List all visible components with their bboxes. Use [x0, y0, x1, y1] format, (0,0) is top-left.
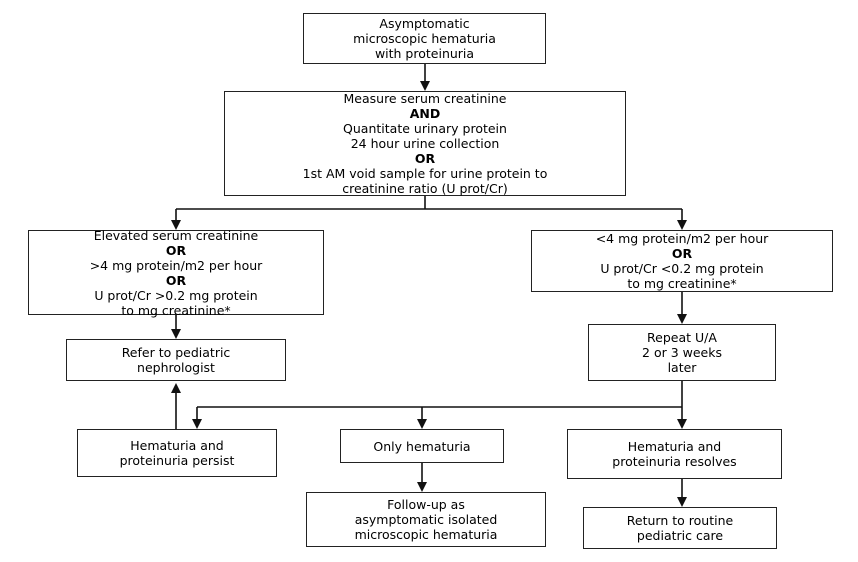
- low-line-2: U prot/Cr <0.2 mg protein: [600, 261, 764, 276]
- low-line-3: to mg creatinine*: [627, 276, 737, 291]
- repeat-box: Repeat U/A 2 or 3 weeks later: [588, 324, 776, 381]
- persist-line-2: proteinuria persist: [119, 453, 235, 468]
- elevated-line-3: U prot/Cr >0.2 mg protein: [94, 287, 258, 303]
- resolves-box: Hematuria and proteinuria resolves: [567, 429, 782, 479]
- measure-line-3: 24 hour urine collection: [350, 136, 500, 151]
- persist-line-1: Hematuria and: [130, 438, 224, 453]
- start-line-3: with proteinuria: [374, 46, 475, 61]
- measure-line-2: Quantitate urinary protein: [343, 121, 507, 136]
- elevated-line-2: >4 mg protein/m2 per hour: [89, 257, 263, 273]
- persist-box: Hematuria and proteinuria persist: [77, 429, 277, 477]
- measure-line-5: creatinine ratio (U prot/Cr): [342, 181, 508, 196]
- followup-line-3: microscopic hematuria: [354, 527, 498, 542]
- routine-box: Return to routine pediatric care: [583, 507, 777, 549]
- measure-and: AND: [409, 106, 441, 121]
- repeat-line-2: 2 or 3 weeks: [642, 345, 722, 360]
- measure-box: Measure serum creatinine AND Quantitate …: [224, 91, 626, 196]
- start-box: Asymptomatic microscopic hematuria with …: [303, 13, 546, 64]
- followup-line-1: Follow-up as: [387, 497, 465, 512]
- elevated-or-2: OR: [165, 272, 187, 288]
- refer-box: Refer to pediatric nephrologist: [66, 339, 286, 381]
- routine-line-1: Return to routine: [626, 513, 734, 528]
- elevated-line-4: to mg creatinine*: [121, 302, 231, 318]
- repeat-line-3: later: [667, 360, 697, 375]
- only-line-1: Only hematuria: [373, 438, 471, 454]
- elevated-or-1: OR: [165, 242, 187, 258]
- routine-line-2: pediatric care: [636, 528, 724, 543]
- refer-line-1: Refer to pediatric: [121, 345, 231, 360]
- resolves-line-2: proteinuria resolves: [612, 454, 737, 469]
- start-line-2: microscopic hematuria: [353, 31, 496, 46]
- elevated-line-1: Elevated serum creatinine: [93, 227, 259, 243]
- followup-box: Follow-up as asymptomatic isolated micro…: [306, 492, 546, 547]
- low-or: OR: [671, 246, 693, 261]
- low-protein-box: <4 mg protein/m2 per hour OR U prot/Cr <…: [531, 230, 833, 292]
- measure-or: OR: [414, 151, 436, 166]
- elevated-box: Elevated serum creatinine OR >4 mg prote…: [28, 227, 324, 318]
- measure-line-1: Measure serum creatinine: [343, 91, 507, 106]
- low-line-1: <4 mg protein/m2 per hour: [595, 231, 769, 246]
- measure-line-4: 1st AM void sample for urine protein to: [302, 166, 548, 181]
- start-line-1: Asymptomatic: [379, 16, 470, 31]
- only-hematuria-box: Only hematuria: [340, 429, 504, 463]
- resolves-line-1: Hematuria and: [627, 439, 722, 454]
- refer-line-2: nephrologist: [137, 360, 215, 375]
- repeat-line-1: Repeat U/A: [647, 330, 717, 345]
- followup-line-2: asymptomatic isolated: [354, 512, 498, 527]
